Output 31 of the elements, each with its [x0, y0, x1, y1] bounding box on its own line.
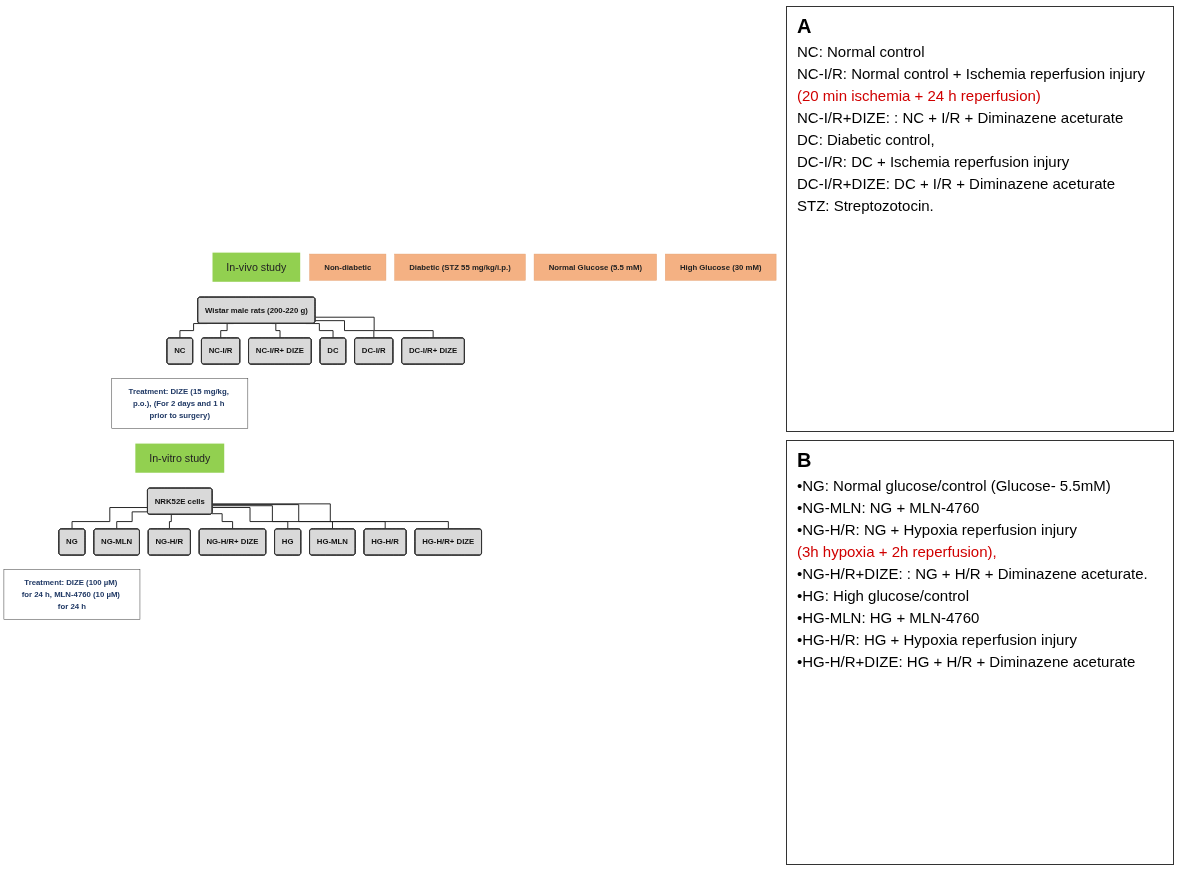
connector: [314, 316, 434, 339]
note-text: STZ: Streptozotocin.: [797, 197, 935, 214]
note-text: •NG-H/R+DIZE: : NG + H/R + Diminazene aceturate.: [797, 564, 1149, 582]
node-box: In-vitro study: [133, 442, 226, 475]
connector: [211, 503, 449, 530]
connector: [168, 513, 174, 530]
note-text: DC-I/R+DIZE: DC + I/R + Diminazene aceturate: [797, 175, 1117, 192]
note-text: •HG-MLN: HG + MLN-4760: [797, 608, 981, 626]
note-text: (20 min ischemia + 24 h reperfusion): [797, 87, 1042, 104]
note-text: •HG-H/R: HG + Hypoxia reperfusion injury: [797, 630, 1078, 648]
connector: [211, 513, 234, 530]
note-text: •HG-H/R+DIZE: HG + H/R + Diminazene aceturate: [797, 652, 1137, 670]
connector: [314, 320, 375, 339]
connector: [71, 506, 149, 530]
note-text: DC-I/R: DC + Ischemia reperfusion injury: [797, 153, 1071, 170]
note-text: NC: Normal control: [797, 43, 926, 60]
connector: [116, 511, 149, 530]
note-text: NC-I/R: Normal control + Ischemia reperfusion injury: [797, 65, 1147, 82]
connector: [211, 505, 334, 530]
note-text: DC: Diabetic control,: [797, 131, 936, 148]
node-box: In-vivo study: [211, 251, 302, 284]
connector: [211, 506, 289, 530]
note-text: NC-I/R+DIZE: : NC + I/R + Diminazene aceturate: [797, 109, 1125, 126]
connector: [211, 504, 386, 530]
note-text: •HG: High glucose/control: [797, 586, 970, 604]
note-text: •NG-H/R: NG + Hypoxia reperfusion injury: [797, 520, 1078, 538]
panel-letter: B: [797, 448, 813, 472]
note-text: •NG-MLN: NG + MLN-4760: [797, 498, 981, 516]
note-text: •NG: Normal glucose/control (Glucose- 5.5mM): [797, 476, 1112, 494]
panel-letter: A: [797, 15, 813, 38]
note-text: (3h hypoxia + 2h reperfusion),: [797, 542, 998, 560]
